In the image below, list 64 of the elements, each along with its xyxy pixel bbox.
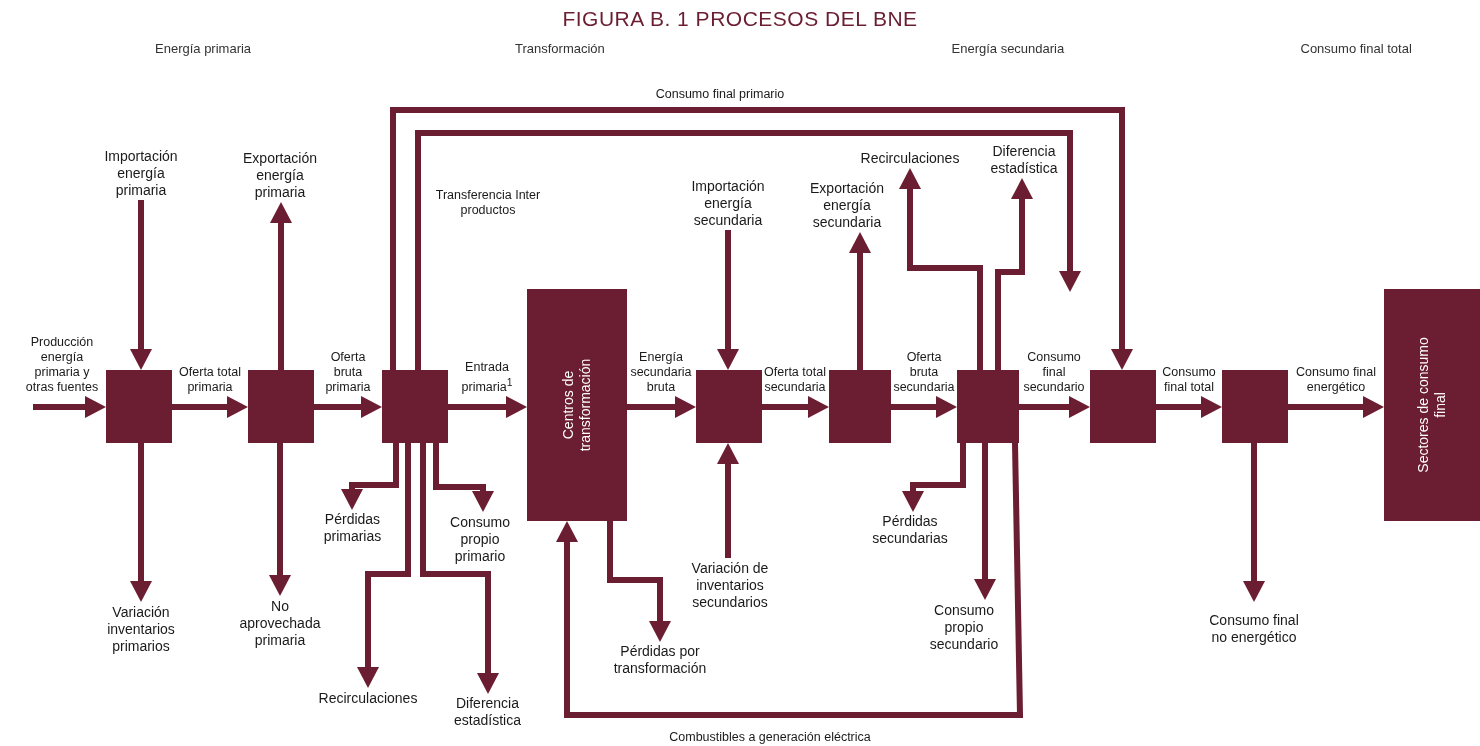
flow-label: Exportación energía primaria — [230, 148, 330, 202]
flow-arrow — [762, 396, 829, 418]
flow-arrow — [420, 443, 499, 694]
flow-arrow — [390, 107, 1133, 370]
process-box — [696, 370, 762, 443]
flow-arrow — [33, 396, 106, 418]
flow-arrow — [269, 443, 291, 596]
flow-arrow — [130, 443, 152, 602]
flow-arrow — [1019, 396, 1090, 418]
flow-arrow — [1288, 396, 1384, 418]
flow-arrow — [899, 168, 983, 370]
flow-label: Variación de inventarios secundarios — [670, 558, 790, 612]
block-label: Sectores de consumo final — [1415, 336, 1449, 475]
flow-arrow — [717, 443, 739, 558]
column-heading: Energía secundaria — [951, 40, 1065, 57]
column-heading: Energía primaria — [155, 40, 252, 57]
flow-label: Recirculaciones — [845, 148, 975, 168]
column-heading: Consumo final total — [1300, 40, 1412, 57]
flow-label: Pérdidas secundarias — [860, 512, 960, 548]
flow-arrow — [357, 443, 411, 688]
flow-label: Diferencia estadística — [435, 694, 540, 730]
flow-arrow — [974, 443, 996, 600]
flow-arrow — [1243, 443, 1265, 602]
flow-arrow — [415, 130, 1081, 370]
flow-label: Pérdidas primarias — [305, 510, 400, 546]
flow-arrow — [270, 202, 292, 370]
flow-arrow — [556, 442, 1024, 718]
column-heading: Transformación — [515, 40, 605, 57]
process-box — [382, 370, 448, 443]
flow-label: Importación energía secundaria — [678, 176, 778, 230]
flow-arrow — [849, 232, 871, 370]
flow-arrow — [130, 200, 152, 370]
flow-arrow — [448, 396, 527, 418]
block-label: Centros de transformación — [560, 357, 594, 454]
flow-label: Consumo propio primario — [437, 512, 523, 566]
flow-arrow — [717, 230, 739, 370]
process-box — [829, 370, 891, 443]
process-block — [1384, 289, 1480, 521]
flow-arrow — [902, 443, 966, 512]
flow-label: No aprovechada primaria — [232, 596, 328, 650]
process-box — [1090, 370, 1156, 443]
flow-arrow — [172, 396, 248, 418]
flow-arrow — [627, 396, 696, 418]
process-block — [527, 289, 627, 521]
process-box — [957, 370, 1019, 443]
flow-arrow — [1156, 396, 1222, 418]
flow-label: Importación energía primaria — [91, 146, 191, 200]
flow-label: Consumo final no energético — [1204, 602, 1304, 656]
flow-arrow — [314, 396, 382, 418]
flow-label: Consumo propio secundario — [915, 600, 1013, 654]
flow-label: Variación inventarios primarios — [86, 602, 196, 656]
flow-label: Recirculaciones — [298, 688, 438, 708]
figure-title: FIGURA B. 1 PROCESOS DEL BNE — [562, 7, 918, 30]
process-box — [1222, 370, 1288, 443]
flow-label: Exportación energía secundaria — [797, 178, 897, 232]
flow-arrow — [341, 443, 399, 510]
flow-arrow — [995, 178, 1033, 370]
process-box — [106, 370, 172, 443]
process-box — [248, 370, 314, 443]
flow-label: Pérdidas por transformación — [600, 642, 720, 678]
flow-label: Diferencia estadística — [985, 142, 1063, 178]
flow-arrow — [891, 396, 957, 418]
flow-arrow — [433, 443, 494, 512]
flow-arrow — [607, 521, 671, 642]
